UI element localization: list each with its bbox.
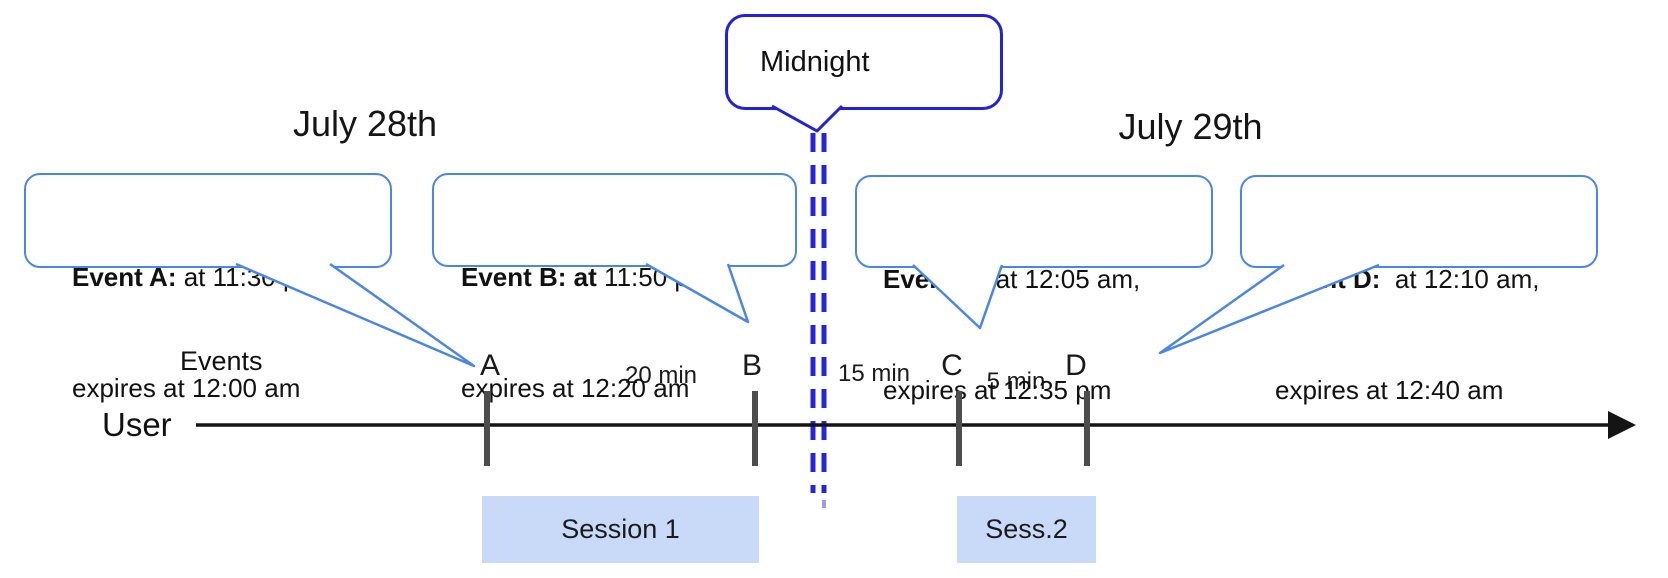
interval-15min: 15 min <box>837 360 911 387</box>
user-axis-label: User <box>102 406 172 443</box>
callout-event-a: Event A: at 11:30 pm, expires at 12:00 a… <box>24 173 392 403</box>
callout-event-b: Event B: at 11:50 pm, expires at 12:20 a… <box>432 173 797 403</box>
callout-event-b-line1: Event B: at 11:50 pm, <box>461 262 718 292</box>
callout-event-a-line2: expires at 12:00 am <box>72 373 301 403</box>
midnight-bubble: Midnight <box>725 14 1003 110</box>
callout-event-c-line2: expires at 12:35 pm <box>883 375 1112 405</box>
callout-event-d-line2: expires at 12:40 am <box>1275 375 1504 405</box>
timeline-arrowhead-icon <box>1608 411 1636 439</box>
midnight-label: Midnight <box>760 45 870 78</box>
callout-event-c: Event C: at 12:05 am, expires at 12:35 p… <box>855 175 1213 405</box>
callout-event-d-line1: Event D: at 12:10 am, <box>1275 264 1540 294</box>
session-1-box: Session 1 <box>482 496 759 563</box>
tick-label-a: A <box>479 349 500 382</box>
tick-label-d: D <box>1065 349 1087 382</box>
interval-5min: 5 min <box>986 368 1046 395</box>
date-july-29: July 29th <box>1118 106 1263 147</box>
date-july-28: July 28th <box>292 103 438 144</box>
session-2-box: Sess.2 <box>957 496 1096 563</box>
tick-label-c: C <box>941 349 963 382</box>
interval-20min: 20 min <box>624 362 698 389</box>
tick-label-b: B <box>741 349 762 382</box>
session-1-label: Session 1 <box>561 514 680 544</box>
callout-event-c-line1: Event C: at 12:05 am, <box>883 264 1141 294</box>
callout-event-d: Event D: at 12:10 am, expires at 12:40 a… <box>1240 175 1598 405</box>
callout-event-a-line1: Event A: at 11:30 pm, <box>72 262 327 292</box>
session-2-label: Sess.2 <box>985 514 1068 544</box>
callout-event-b-line2: expires at 12:20 am <box>461 373 690 403</box>
